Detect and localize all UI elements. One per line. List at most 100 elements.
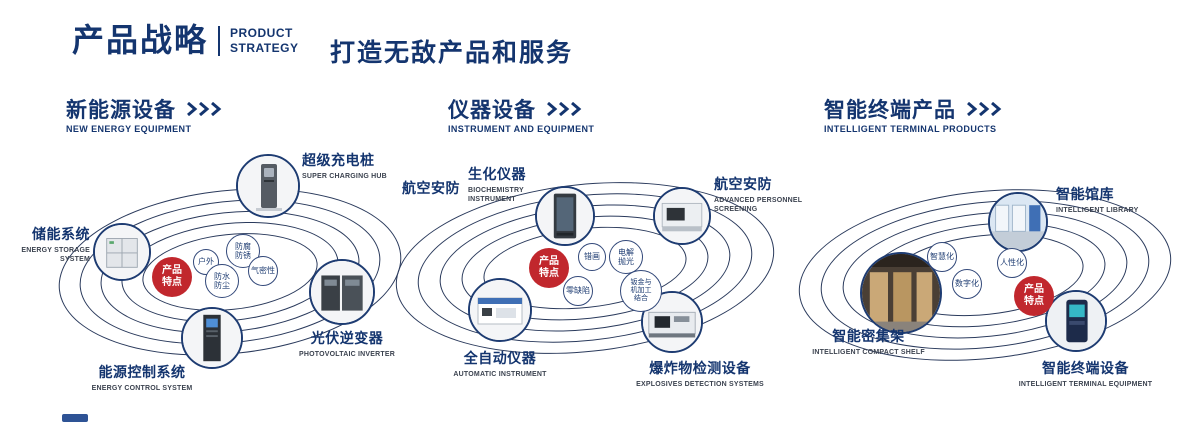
badge-product-features: 产品特点 bbox=[529, 248, 569, 288]
screening-machine-image bbox=[655, 189, 709, 243]
header: 产品战略 PRODUCT STRATEGY bbox=[72, 24, 298, 56]
product-name: 全自动仪器 bbox=[463, 350, 537, 366]
feature-bubble: 人性化 bbox=[997, 248, 1027, 278]
section-subtitle-intelligent: INTELLIGENT TERMINAL PRODUCTS bbox=[824, 124, 997, 134]
product-name-en: SUPER CHARGING HUB bbox=[302, 173, 387, 180]
terminal-kiosk-image bbox=[1047, 292, 1105, 350]
feature-label: 户外 bbox=[198, 257, 214, 267]
biochemistry-instrument-image bbox=[537, 188, 593, 244]
product-name: 能源控制系统 bbox=[98, 364, 186, 380]
product-name: 光伏逆变器 bbox=[310, 330, 384, 346]
feature-bubble: 智慧化 bbox=[927, 242, 957, 272]
feature-bubble: 数字化 bbox=[952, 269, 982, 299]
page-title: 产品战略 bbox=[72, 22, 209, 58]
feature-label: 钣金与机加工结合 bbox=[630, 278, 652, 303]
page-title-en-line2: STRATEGY bbox=[230, 41, 299, 55]
product-node-inverter bbox=[309, 259, 375, 325]
feature-label: 气密性 bbox=[251, 266, 275, 276]
product-node-terminal-kiosk bbox=[1045, 290, 1107, 352]
intelligent-library-image bbox=[990, 194, 1046, 250]
product-node-library bbox=[988, 192, 1048, 252]
triple-arrow-icon bbox=[966, 102, 1002, 116]
product-label-explosives-detection: 爆炸物检测设备 EXPLOSIVES DETECTION SYSTEMS bbox=[610, 358, 790, 389]
badge-label: 产品特点 bbox=[1024, 284, 1044, 307]
badge-label: 产品特点 bbox=[539, 256, 559, 279]
product-name-en: INTELLIGENT LIBRARY bbox=[1056, 207, 1139, 214]
section-header-instrument: 仪器设备 bbox=[448, 94, 582, 124]
feature-label: 电解抛光 bbox=[618, 247, 634, 266]
badge-product-features: 产品特点 bbox=[1014, 276, 1054, 316]
control-system-image bbox=[183, 309, 241, 367]
section-title-intelligent: 智能终端产品 bbox=[824, 99, 956, 122]
product-label-terminal: 智能终端设备 INTELLIGENT TERMINAL EQUIPMENT bbox=[1008, 358, 1163, 389]
automatic-instrument-image bbox=[470, 280, 530, 340]
feature-label: 零缺陷 bbox=[566, 286, 590, 296]
product-name-en: AUTOMATIC INSTRUMENT bbox=[453, 371, 547, 378]
product-name: 智能密集架 bbox=[832, 328, 905, 344]
feature-label: 智慧化 bbox=[930, 252, 954, 262]
section-title-new-energy: 新能源设备 bbox=[66, 99, 176, 122]
corner-decoration bbox=[62, 414, 88, 422]
feature-bubble: 防水防尘 bbox=[205, 264, 239, 298]
page-title-en: PRODUCT STRATEGY bbox=[230, 26, 298, 56]
product-label-storage-system: 储能系统 ENERGY STORAGE SYSTEM bbox=[2, 224, 90, 265]
product-node-biochemistry bbox=[535, 186, 595, 246]
feature-label: 错画 bbox=[584, 252, 600, 262]
product-name: 储能系统 bbox=[32, 226, 90, 242]
feature-bubble: 电解抛光 bbox=[609, 240, 643, 274]
product-name: 爆炸物检测设备 bbox=[649, 360, 751, 376]
feature-label: 人性化 bbox=[1000, 258, 1024, 268]
product-name: 航空安防 bbox=[714, 176, 772, 192]
product-node-control-system bbox=[181, 307, 243, 369]
title-divider bbox=[218, 26, 221, 56]
product-node-charging-hub bbox=[236, 154, 300, 218]
badge-label: 产品特点 bbox=[162, 265, 182, 288]
product-name-en: INTELLIGENT TERMINAL EQUIPMENT bbox=[1018, 381, 1153, 388]
product-label-automatic-instrument: 全自动仪器 AUTOMATIC INSTRUMENT bbox=[430, 348, 570, 379]
product-name-en: ENERGY CONTROL SYSTEM bbox=[91, 385, 193, 392]
section-subtitle-new-energy: NEW ENERGY EQUIPMENT bbox=[66, 124, 192, 134]
product-label-charging-hub: 超级充电桩 SUPER CHARGING HUB bbox=[302, 150, 422, 181]
product-label-control-system: 能源控制系统 ENERGY CONTROL SYSTEM bbox=[72, 362, 212, 393]
section-header-new-energy: 新能源设备 bbox=[66, 94, 222, 124]
product-name-en: INTELLIGENT COMPACT SHELF bbox=[812, 349, 925, 356]
side-label-aviation-security: 航空安防 bbox=[402, 178, 460, 198]
page-title-en-line1: PRODUCT bbox=[230, 26, 293, 40]
product-name: 智能终端设备 bbox=[1042, 360, 1129, 376]
inverter-image bbox=[311, 261, 373, 323]
feature-label: 防水防尘 bbox=[214, 271, 230, 290]
feature-bubble: 气密性 bbox=[248, 256, 278, 286]
product-name-en: BIOCHEMISTRY INSTRUMENT bbox=[468, 187, 524, 204]
feature-bubble: 钣金与机加工结合 bbox=[620, 270, 662, 312]
triple-arrow-icon bbox=[546, 102, 582, 116]
product-name: 生化仪器 bbox=[468, 166, 526, 182]
product-node-automatic-instrument bbox=[468, 278, 532, 342]
triple-arrow-icon bbox=[186, 102, 222, 116]
section-subtitle-instrument: INSTRUMENT AND EQUIPMENT bbox=[448, 124, 595, 134]
product-name: 超级充电桩 bbox=[302, 152, 375, 168]
product-label-compact-shelf: 智能密集架 INTELLIGENT COMPACT SHELF bbox=[806, 326, 931, 357]
product-name-en: EXPLOSIVES DETECTION SYSTEMS bbox=[636, 381, 764, 388]
product-name-en: ADVANCED PERSONNEL SCREENING bbox=[714, 197, 803, 214]
product-name-en: PHOTOVOLTAIC INVERTER bbox=[299, 351, 395, 358]
product-name: 智能馆库 bbox=[1056, 186, 1114, 202]
section-title-instrument: 仪器设备 bbox=[448, 99, 536, 122]
feature-bubble: 错画 bbox=[578, 243, 606, 271]
charging-hub-image bbox=[238, 156, 298, 216]
product-label-library: 智能馆库 INTELLIGENT LIBRARY bbox=[1056, 184, 1166, 215]
feature-label: 数字化 bbox=[955, 279, 979, 289]
feature-bubble: 零缺陷 bbox=[563, 276, 593, 306]
product-label-inverter: 光伏逆变器 PHOTOVOLTAIC INVERTER bbox=[282, 328, 412, 359]
product-node-compact-shelf bbox=[860, 252, 942, 334]
section-header-intelligent: 智能终端产品 bbox=[824, 94, 1002, 124]
product-name-en: ENERGY STORAGE SYSTEM bbox=[21, 247, 90, 264]
product-label-biochemistry: 生化仪器 BIOCHEMISTRY INSTRUMENT bbox=[468, 164, 554, 205]
badge-product-features: 产品特点 bbox=[152, 257, 192, 297]
product-label-screening: 航空安防 ADVANCED PERSONNEL SCREENING bbox=[714, 174, 824, 215]
storage-system-image bbox=[95, 225, 149, 279]
product-node-screening bbox=[653, 187, 711, 245]
product-name: 航空安防 bbox=[402, 180, 460, 196]
slogan: 打造无敌产品和服务 bbox=[330, 39, 574, 67]
product-node-storage-system bbox=[93, 223, 151, 281]
